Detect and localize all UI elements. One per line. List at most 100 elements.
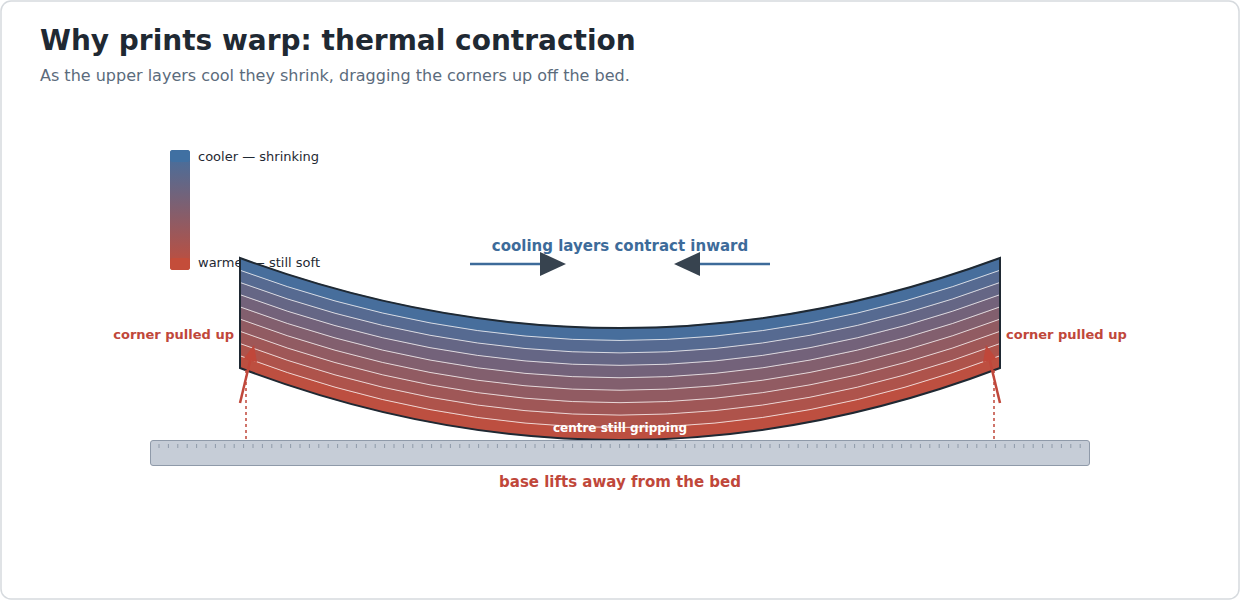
scale-tick: [666, 444, 667, 448]
scale-tick: [807, 444, 808, 448]
scale-tick: [525, 444, 526, 448]
scale-tick: [318, 444, 319, 448]
scale-tick: [676, 444, 677, 448]
scale-tick: [779, 444, 780, 448]
scale-tick: [1052, 444, 1053, 448]
scale-tick: [1023, 444, 1024, 448]
scale-tick: [506, 444, 507, 448]
layer-line: [240, 307, 1000, 378]
scale-tick: [854, 444, 855, 448]
scale-tick: [488, 444, 489, 448]
scale-tick: [751, 444, 752, 448]
corner-label: corner pulled up: [1006, 327, 1206, 343]
bed-caption: base lifts away from the bed: [151, 473, 1089, 491]
scale-tick: [281, 444, 282, 448]
scale-tick: [817, 444, 818, 448]
lift-arrow-head: [983, 345, 997, 362]
scale-tick: [516, 444, 517, 448]
scale-tick: [535, 444, 536, 448]
warped-print: centre still gripping: [240, 258, 1000, 440]
lift-arrow-shaft: [990, 361, 1000, 403]
scale-tick: [300, 444, 301, 448]
layer-line: [240, 295, 1000, 366]
layer-line: [240, 270, 1000, 340]
scale-tick: [591, 444, 592, 448]
corner-label: corner pulled up: [34, 327, 234, 343]
scale-tick: [939, 444, 940, 448]
scale-tick: [732, 444, 733, 448]
scale-tick: [253, 444, 254, 448]
legend-label: cooler — shrinking: [198, 149, 319, 165]
print-bed: base lifts away from the bed: [150, 440, 1090, 466]
scale-tick: [290, 444, 291, 448]
scale-tick: [967, 444, 968, 448]
scale-tick: [600, 444, 601, 448]
contract-arrow-shaft: [698, 263, 770, 266]
scale-tick: [770, 444, 771, 448]
scale-tick: [788, 444, 789, 448]
scale-tick: [694, 444, 695, 448]
scale-tick: [224, 444, 225, 448]
contract-arrow-head: [674, 252, 700, 276]
scale-tick: [177, 444, 178, 448]
layer-line: [240, 356, 1000, 428]
scale-tick: [845, 444, 846, 448]
scale-tick: [572, 444, 573, 448]
scale-tick: [1080, 444, 1081, 448]
scale-tick: [958, 444, 959, 448]
force-label: cooling layers contract inward: [420, 237, 820, 255]
scale-tick: [835, 444, 836, 448]
scale-tick: [920, 444, 921, 448]
scale-tick: [328, 444, 329, 448]
contract-arrow-shaft: [470, 263, 542, 266]
lift-arrow-shaft: [240, 361, 250, 403]
scale-tick: [826, 444, 827, 448]
scale-tick: [1061, 444, 1062, 448]
scale-tick: [187, 444, 188, 448]
scale-tick: [215, 444, 216, 448]
scale-tick: [582, 444, 583, 448]
scale-tick: [262, 444, 263, 448]
scale-tick: [647, 444, 648, 448]
scale-tick: [196, 444, 197, 448]
scale-tick: [911, 444, 912, 448]
scale-tick: [459, 444, 460, 448]
scale-tick: [553, 444, 554, 448]
scale-tick: [986, 444, 987, 448]
node-label: centre still gripping: [240, 421, 1000, 435]
legend-swatch: [170, 258, 190, 270]
contract-arrow-head: [540, 252, 566, 276]
scale-tick: [685, 444, 686, 448]
scale-tick: [713, 444, 714, 448]
scale-tick: [431, 444, 432, 448]
scale-tick: [1033, 444, 1034, 448]
scale-tick: [1005, 444, 1006, 448]
lift-arrow-head: [243, 345, 257, 362]
scale-tick: [948, 444, 949, 448]
scale-tick: [798, 444, 799, 448]
legend-swatch: [170, 150, 190, 162]
scale-tick: [168, 444, 169, 448]
scale-tick: [704, 444, 705, 448]
scale-tick: [760, 444, 761, 448]
scale-tick: [337, 444, 338, 448]
scale-tick: [864, 444, 865, 448]
scale-tick: [412, 444, 413, 448]
scale-tick: [629, 444, 630, 448]
legend-gradient-bar: [170, 150, 190, 270]
scale-tick: [478, 444, 479, 448]
scale-tick: [394, 444, 395, 448]
scale-tick: [892, 444, 893, 448]
title: Why prints warp: thermal contraction: [40, 24, 636, 58]
caption: As the upper layers cool they shrink, dr…: [40, 66, 630, 85]
scale-tick: [441, 444, 442, 448]
scale-tick: [347, 444, 348, 448]
scale-tick: [375, 444, 376, 448]
print-border: [240, 258, 1000, 440]
scale-tick: [544, 444, 545, 448]
scale-tick: [610, 444, 611, 448]
scale-tick: [403, 444, 404, 448]
